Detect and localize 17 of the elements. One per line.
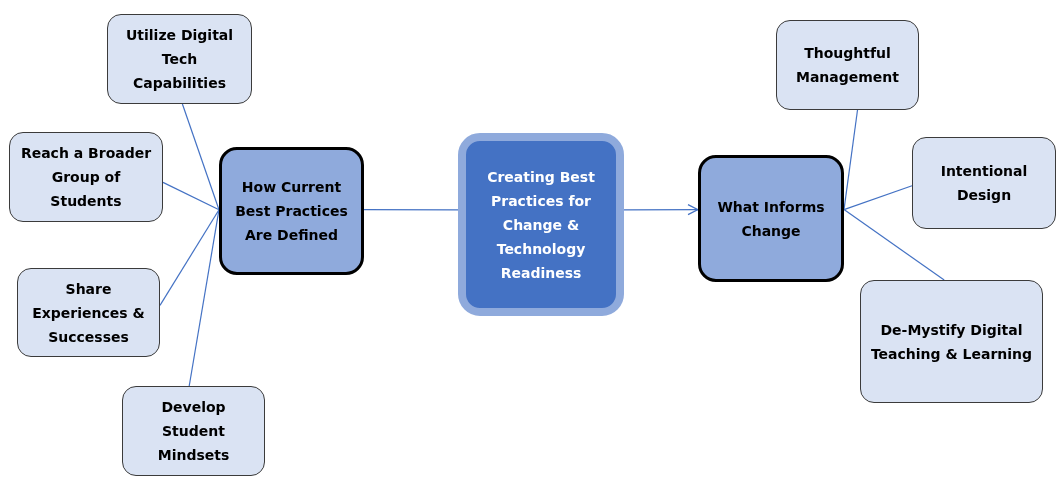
central-topic-box: Creating Best Practices for Change & Technology Readiness (458, 133, 624, 316)
connector-line (843, 209, 945, 281)
subtopic-box: Develop Student Mindsets (122, 386, 265, 476)
connector-line (162, 181, 220, 211)
arrow (623, 204, 699, 216)
subtopic-box: Reach a Broader Group of Students (9, 132, 163, 222)
connector-line (363, 209, 459, 211)
subtopic-box: Thoughtful Management (776, 20, 919, 110)
connector-line (843, 185, 913, 211)
connector-line (159, 209, 220, 306)
subtopic-box: De-Mystify Digital Teaching & Learning (860, 280, 1043, 403)
branch-topic-box: How Current Best Practices Are Defined (219, 147, 364, 275)
connector-line (181, 103, 220, 211)
subtopic-box: Share Experiences & Successes (17, 268, 160, 357)
subtopic-box: Intentional Design (912, 137, 1056, 229)
branch-topic-box: What Informs Change (698, 155, 844, 282)
subtopic-box: Utilize Digital Tech Capabilities (107, 14, 252, 104)
